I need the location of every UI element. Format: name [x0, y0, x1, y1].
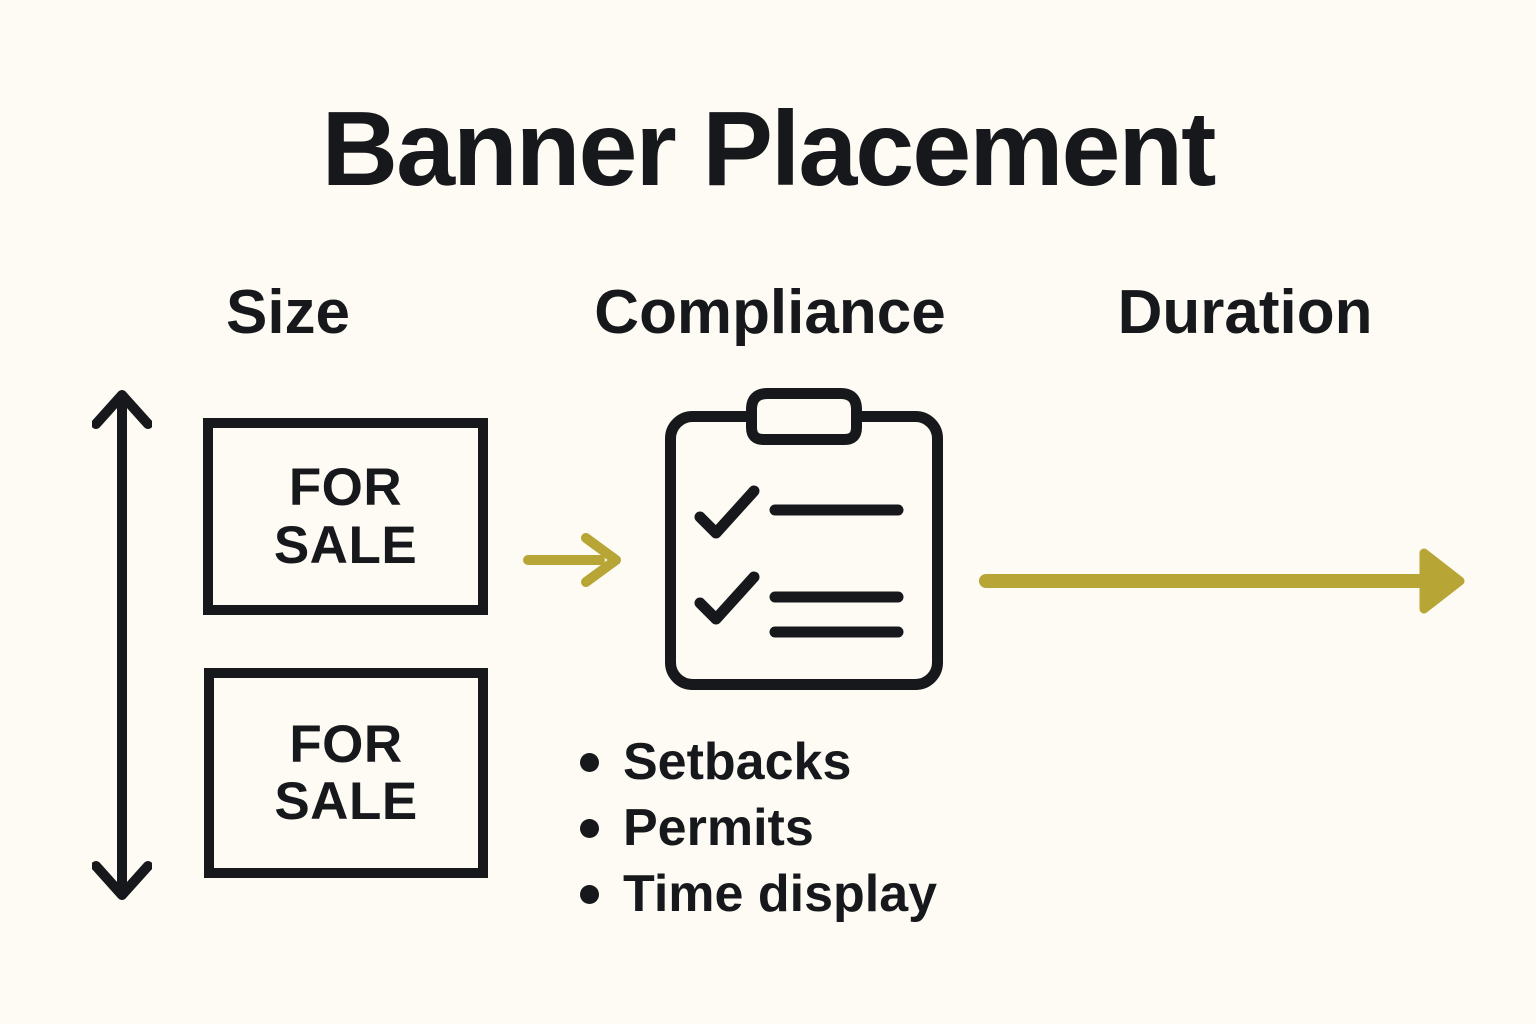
- for-sale-sign-small: FOR SALE: [204, 668, 488, 878]
- sign-text-line: FOR: [289, 714, 403, 774]
- list-item: Time display: [580, 861, 937, 927]
- checkmark-icon: [694, 571, 760, 625]
- sign-text-line: FOR: [288, 458, 403, 518]
- compliance-list: Setbacks Permits Time display: [580, 729, 937, 927]
- size-range-arrow-icon: [92, 390, 152, 900]
- checklist-clipboard-icon: [665, 388, 943, 690]
- list-item-label: Permits: [623, 799, 814, 857]
- bullet-icon: [580, 818, 599, 838]
- clipboard-clip: [746, 388, 862, 445]
- flow-right-arrow-icon: [523, 533, 621, 587]
- list-item-label: Setbacks: [623, 733, 852, 791]
- sign-text-line: SALE: [273, 515, 418, 575]
- sign-text-line: SALE: [274, 772, 418, 831]
- column-header-compliance: Compliance: [594, 278, 946, 347]
- duration-arrow-icon: [979, 548, 1465, 614]
- bullet-icon: [580, 884, 599, 904]
- column-header-size: Size: [225, 278, 351, 347]
- list-item-label: Time display: [623, 865, 938, 923]
- list-item: Permits: [580, 795, 937, 861]
- bullet-icon: [580, 752, 599, 772]
- page-title: Banner Placement: [321, 90, 1217, 208]
- column-header-duration: Duration: [1117, 278, 1373, 347]
- list-item: Setbacks: [580, 729, 937, 795]
- checkmark-icon: [694, 485, 760, 539]
- for-sale-sign-large: FOR SALE: [203, 418, 488, 615]
